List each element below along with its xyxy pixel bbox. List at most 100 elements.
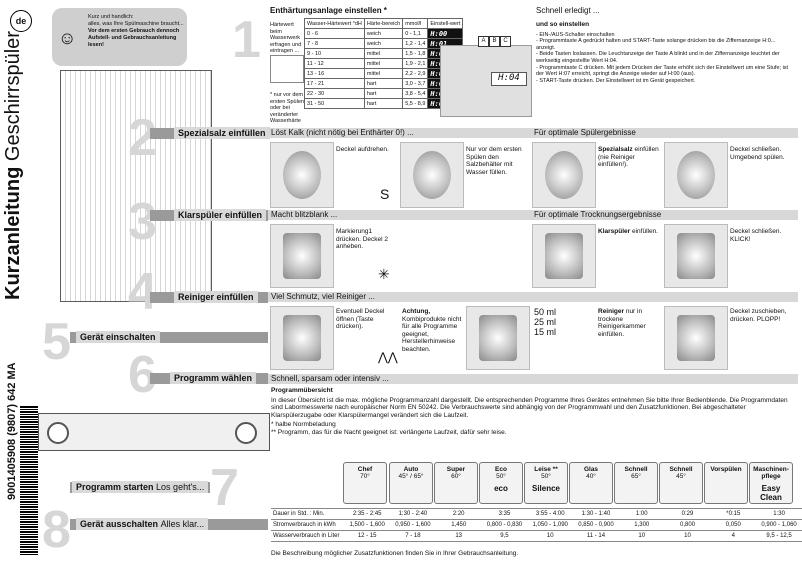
program-name: Super <box>446 466 466 473</box>
program-temp: 65° <box>631 473 641 480</box>
note-night: ** Programm, das für die Nacht geeignet … <box>271 428 507 436</box>
setting-steps: und so einstellen - EIN-/AUS-Schalter ei… <box>536 21 796 84</box>
program-name: Maschinen-pflege <box>753 466 789 480</box>
row-value: 0:29 <box>664 508 711 520</box>
program-box: Vorspülen <box>704 462 748 504</box>
program-temp: 50° <box>496 473 506 480</box>
caption-salt-2: Nur vor dem ersten Spülen den Salzbehält… <box>466 146 522 176</box>
label-klarspueler: Klarspüler einfüllen <box>174 209 267 221</box>
row-value: 4 <box>710 530 757 542</box>
row-value: 9,5 <box>481 530 528 542</box>
program-key-a[interactable]: A <box>478 36 489 47</box>
program-box: Leise **50° Silence <box>524 462 568 504</box>
row-value: 12 - 15 <box>344 530 391 542</box>
language-badge: de <box>10 10 32 32</box>
section4-stripe: Viel Schmutz, viel Reiniger ... <box>268 292 798 302</box>
side-title: Kurzanleitung Geschirrspüler <box>2 31 24 300</box>
program-overview-text: In dieser Übersicht ist die max. möglich… <box>271 396 788 419</box>
control-panel <box>38 413 270 451</box>
program-extra: eco <box>494 484 508 493</box>
photo-salt-water <box>400 142 464 208</box>
dishwasher-illustration <box>60 70 212 302</box>
step-number-1: 1 <box>232 11 261 69</box>
program-temp: 40° <box>586 473 596 480</box>
program-overview-title: Programmübersicht <box>271 387 333 394</box>
row-value: 1,450 <box>435 519 482 531</box>
smiley-icon: ☺ <box>58 28 77 48</box>
row-value: 10 <box>664 530 711 542</box>
program-key-c[interactable]: C <box>500 36 511 47</box>
photo-rinse-close <box>664 224 728 288</box>
program-temp: 45° / 65° <box>398 473 424 480</box>
caption-salt-4: Deckel schließen. Umgebend spülen. <box>730 146 785 161</box>
row-label: Wasserverbrauch in Liter <box>271 530 345 542</box>
start-button[interactable] <box>235 422 257 444</box>
label-reiniger: Reiniger einfüllen <box>174 291 258 303</box>
program-name: Leise ** <box>534 466 558 473</box>
row-value: 1:00 <box>618 508 665 520</box>
display-illustration: H:04 <box>440 45 532 117</box>
row-label: Dauer in Std. : Min. <box>271 508 345 520</box>
program-extra: Easy Clean <box>760 484 782 502</box>
program-temp: 50° <box>541 473 551 480</box>
label-einschalten: Gerät einschalten <box>76 331 160 343</box>
photo-detergent-close <box>664 306 728 370</box>
setting-step: - EIN-/AUS-Schalter einschalten <box>536 31 615 38</box>
row-value: 1,300 <box>618 519 665 531</box>
section3-stripe: Macht blitzblank ... Für optimale Trockn… <box>268 210 798 220</box>
row-value: 0,900 - 1,060 <box>756 519 802 531</box>
label-starten: Programm starten Los geht's... <box>72 481 209 493</box>
photo-salt-lid <box>270 142 334 208</box>
row-value: 2:35 - 2:45 <box>344 508 391 520</box>
row-value: 9,5 - 12,5 <box>756 530 802 542</box>
program-key-b[interactable]: B <box>489 36 500 47</box>
program-extra: Silence <box>531 484 560 493</box>
barcode <box>20 405 38 555</box>
row-value: 3:55 - 4:00 <box>527 508 574 520</box>
row-value: 0,800 - 0,830 <box>481 519 528 531</box>
section6-stripe: Schnell, sparsam oder intensiv ... <box>268 374 798 384</box>
product-code: 9001405908 (9807) 642 MA <box>6 362 18 500</box>
setting-step: - Beide Tasten loslassen. Die Leuchtanze… <box>536 51 780 64</box>
row-value: 1:30 - 2:40 <box>390 508 436 520</box>
photo-salt-close <box>664 142 728 208</box>
band-power <box>70 332 268 343</box>
program-name: Eco <box>495 466 507 473</box>
row-value: 10 <box>527 530 574 542</box>
power-switch[interactable] <box>47 422 69 444</box>
program-name: Schnell <box>669 466 693 473</box>
label-programm: Programm wählen <box>170 372 257 384</box>
section2-stripe: Löst Kalk (nicht nötig bei Enthärter 0!)… <box>268 128 798 138</box>
caption-detergent-1: Eventuell Deckel öffnen (Taste drücken). <box>336 308 385 330</box>
step-number-7: 7 <box>210 459 239 517</box>
info-line3: Vor dem ersten Gebrauch dennoch Aufstell… <box>88 28 180 48</box>
row-value: 1,500 - 1,600 <box>344 519 391 531</box>
hardness-entry-box <box>270 55 304 83</box>
section1-title: Enthärtungsanlage einstellen * <box>270 6 387 15</box>
setting-step: - Programmtaste A gedrückt halten und ST… <box>536 38 776 51</box>
info-box: ☺ Kurz und handlich: alles, was Ihre Spü… <box>52 8 187 66</box>
info-line1: Kurz und handlich: <box>88 14 134 20</box>
spray-icon: ⋀⋀ <box>378 350 398 364</box>
photo-rinse-fill <box>532 224 596 288</box>
photo-rinse-open <box>270 224 334 288</box>
setting-title: und so einstellen <box>536 21 590 28</box>
setting-step: - START-Taste drücken. Der Einstellwert … <box>536 77 696 84</box>
row-value: 1:30 <box>756 508 802 520</box>
step-number-8: 8 <box>42 501 71 559</box>
step-number-3: 3 <box>128 193 157 251</box>
row-label: Stromverbrauch in kWh <box>271 519 345 531</box>
row-value: 10 <box>618 530 665 542</box>
row-value: 1:30 - 1:40 <box>573 508 619 520</box>
step-number-5: 5 <box>42 313 71 371</box>
program-name: Chef <box>357 466 373 473</box>
